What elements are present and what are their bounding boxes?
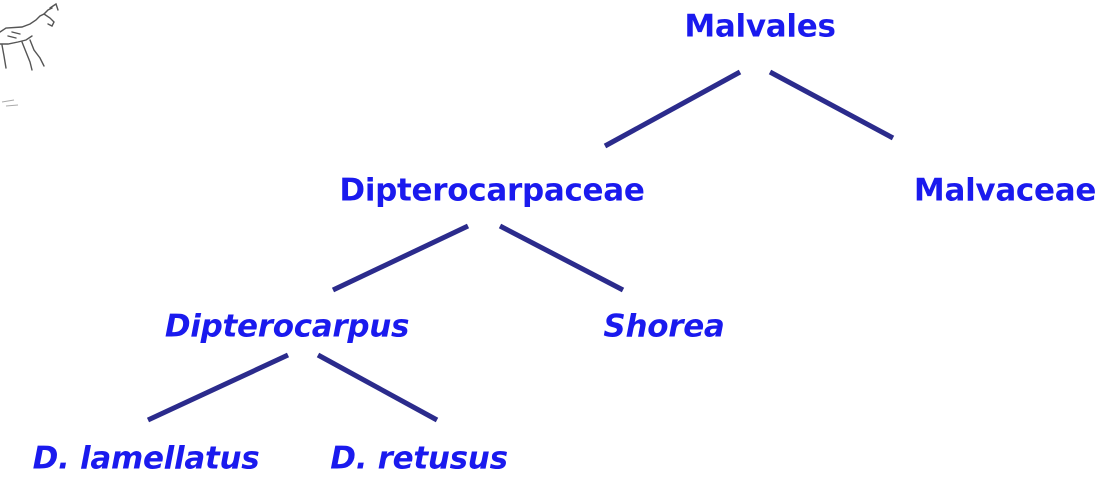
edge-malvales-malvaceae <box>768 69 895 141</box>
node-dipterocarpaceae: Dipterocarpaceae <box>339 172 645 209</box>
node-shorea: Shorea <box>603 308 725 345</box>
edge-dipterocarpus-retusus <box>316 352 439 423</box>
node-malvales: Malvales <box>684 8 836 45</box>
node-dipterocarpus: Dipterocarpus <box>164 308 410 345</box>
node-d-lamellatus: D. lamellatus <box>32 440 260 477</box>
goat-sketch-icon <box>0 2 59 107</box>
edge-malvales-dipterocarpaceae <box>603 69 742 149</box>
node-d-retusus: D. retusus <box>330 440 508 477</box>
edge-dipterocarpaceae-dipterocarpus <box>331 223 470 293</box>
edge-dipterocarpaceae-shorea <box>498 223 625 293</box>
edge-dipterocarpus-lamellatus <box>146 352 290 423</box>
node-malvaceae: Malvaceae <box>913 172 1097 209</box>
